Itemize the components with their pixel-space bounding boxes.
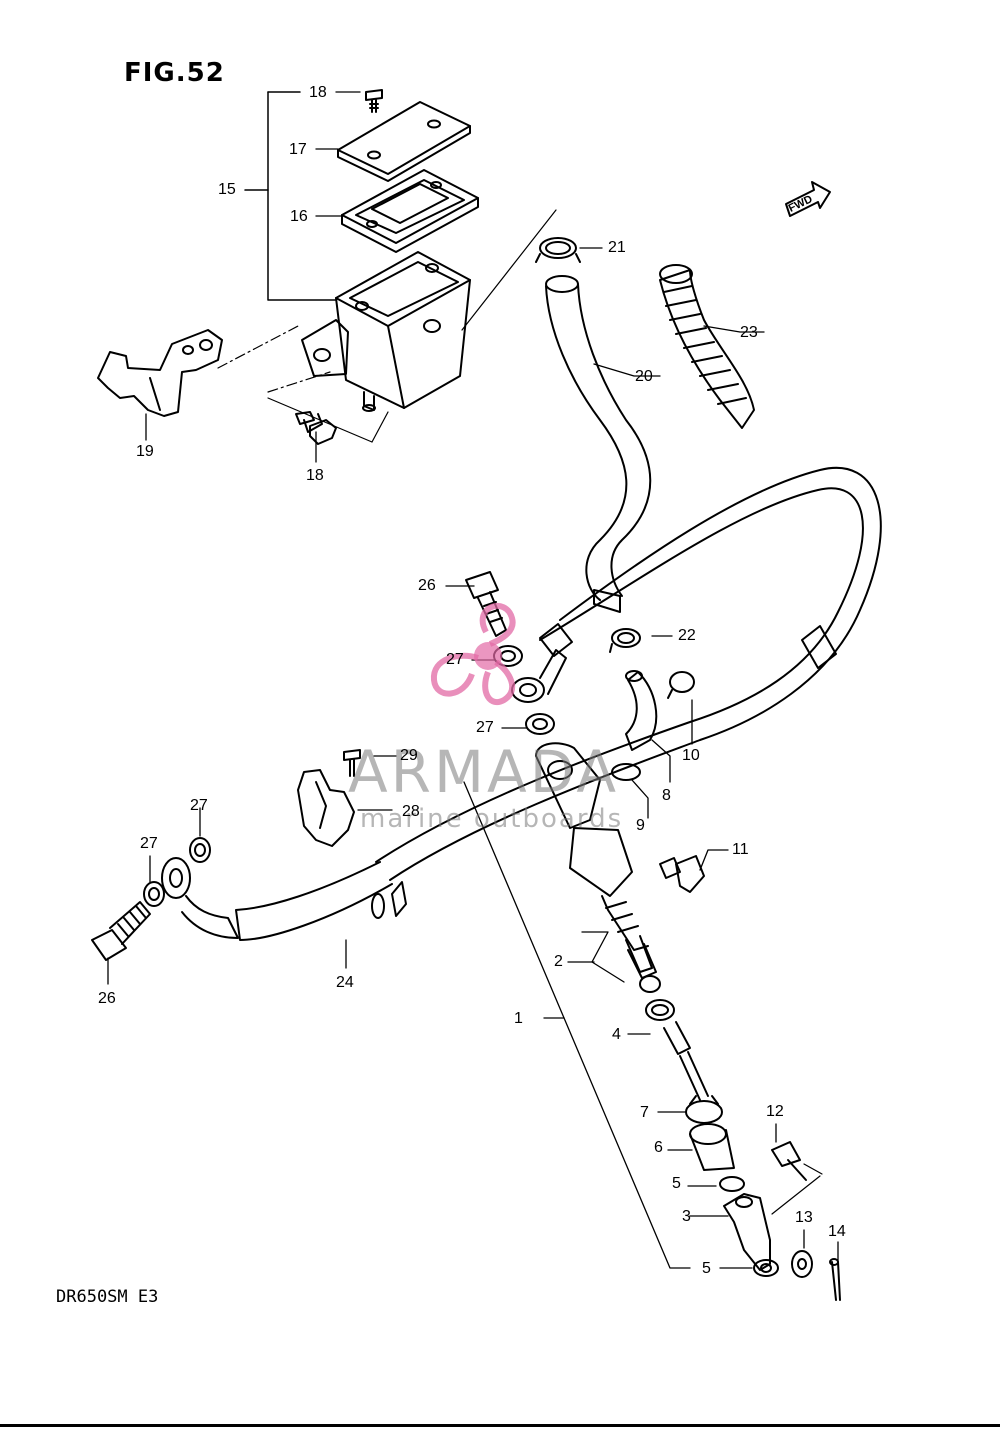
- callout-14: 14: [828, 1223, 846, 1240]
- master-cylinder: [535, 742, 657, 979]
- model-code: DR650SM E3: [56, 1287, 159, 1307]
- callout-18: 18: [309, 84, 327, 101]
- reservoir-cap-screw: [365, 89, 383, 113]
- callout-16: 16: [290, 208, 308, 225]
- callout-22: 21: [608, 239, 626, 256]
- callout-27-upper-a: 27: [446, 651, 464, 668]
- callout-8: 8: [662, 787, 671, 804]
- callout-15: 15: [218, 181, 236, 198]
- cotter-pin: [829, 1258, 841, 1301]
- watermark-logo: [430, 602, 516, 705]
- washer-13: [791, 1250, 813, 1278]
- cylinder-inlet-hose: [625, 670, 658, 751]
- callout-24: 23: [740, 324, 758, 341]
- banjo-bolt-upper: [465, 571, 507, 637]
- reservoir-cap: [337, 101, 471, 182]
- callout-27-left-b: 27: [140, 835, 158, 852]
- callout-4: 4: [612, 1026, 621, 1043]
- washer-upper-b: [525, 713, 555, 735]
- washer-left-b: [143, 881, 165, 907]
- callout-11: 11: [732, 841, 749, 858]
- hose-clip-23: [609, 628, 641, 653]
- callout-26-upper: 26: [418, 577, 436, 594]
- guard-screw: [343, 749, 361, 777]
- watermark-tagline: marine outboards: [360, 804, 624, 834]
- callout-12: 12: [766, 1103, 784, 1120]
- callout-9: 9: [636, 817, 645, 834]
- clevis-pin: [771, 1141, 807, 1181]
- hose-clip-10: [667, 671, 695, 699]
- callout-20: 19: [136, 443, 154, 460]
- callout-6: 6: [654, 1139, 663, 1156]
- callout-26-left: 26: [98, 990, 116, 1007]
- mount-bracket: [97, 329, 223, 417]
- reservoir-body: [301, 251, 471, 412]
- callout-17: 17: [289, 141, 307, 158]
- callout-27-upper-b: 27: [476, 719, 494, 736]
- figure-title: FIG.52: [124, 58, 225, 88]
- hose-clip-upper: [535, 237, 581, 263]
- callout-2: 2: [554, 953, 563, 970]
- callout-5-upper: 5: [672, 1175, 681, 1192]
- callout-7: 7: [640, 1104, 649, 1121]
- clevis: [723, 1193, 771, 1271]
- clevis-nut: [753, 1259, 779, 1277]
- callout-3: 3: [682, 1208, 691, 1225]
- callout-25: 24: [336, 974, 354, 991]
- reservoir-bolt: [295, 411, 337, 445]
- callout-5-lower: 5: [702, 1260, 711, 1277]
- brake-hose: [235, 467, 882, 941]
- callout-29: 29: [400, 747, 418, 764]
- reservoir-diaphragm: [341, 169, 479, 253]
- hose-guard: [659, 264, 755, 429]
- forward-arrow-icon: [785, 181, 831, 217]
- callout-1: 1: [514, 1010, 523, 1027]
- callout-23: 22: [678, 627, 696, 644]
- piston-assembly: [625, 935, 709, 1101]
- banjo-fitting-left: [161, 857, 239, 939]
- hose-guard-bracket: [297, 769, 355, 847]
- boot: [689, 1123, 735, 1171]
- washer-left-a: [189, 837, 211, 863]
- callout-28: 28: [402, 803, 420, 820]
- callout-19: 18: [306, 467, 324, 484]
- callout-13: 13: [795, 1209, 813, 1226]
- banjo-bolt-left: [91, 901, 151, 961]
- callout-10: 10: [682, 747, 700, 764]
- lock-nut: [719, 1176, 745, 1192]
- bottom-border: [0, 1424, 1000, 1427]
- snap-ring: [685, 1095, 723, 1124]
- callout-21: 20: [635, 368, 653, 385]
- watermark-name: ARMADA: [348, 738, 620, 806]
- callout-27-left-a: 27: [190, 797, 208, 814]
- cylinder-bolt: [659, 855, 705, 893]
- reservoir-hose: [545, 275, 652, 613]
- o-ring-9: [611, 763, 641, 781]
